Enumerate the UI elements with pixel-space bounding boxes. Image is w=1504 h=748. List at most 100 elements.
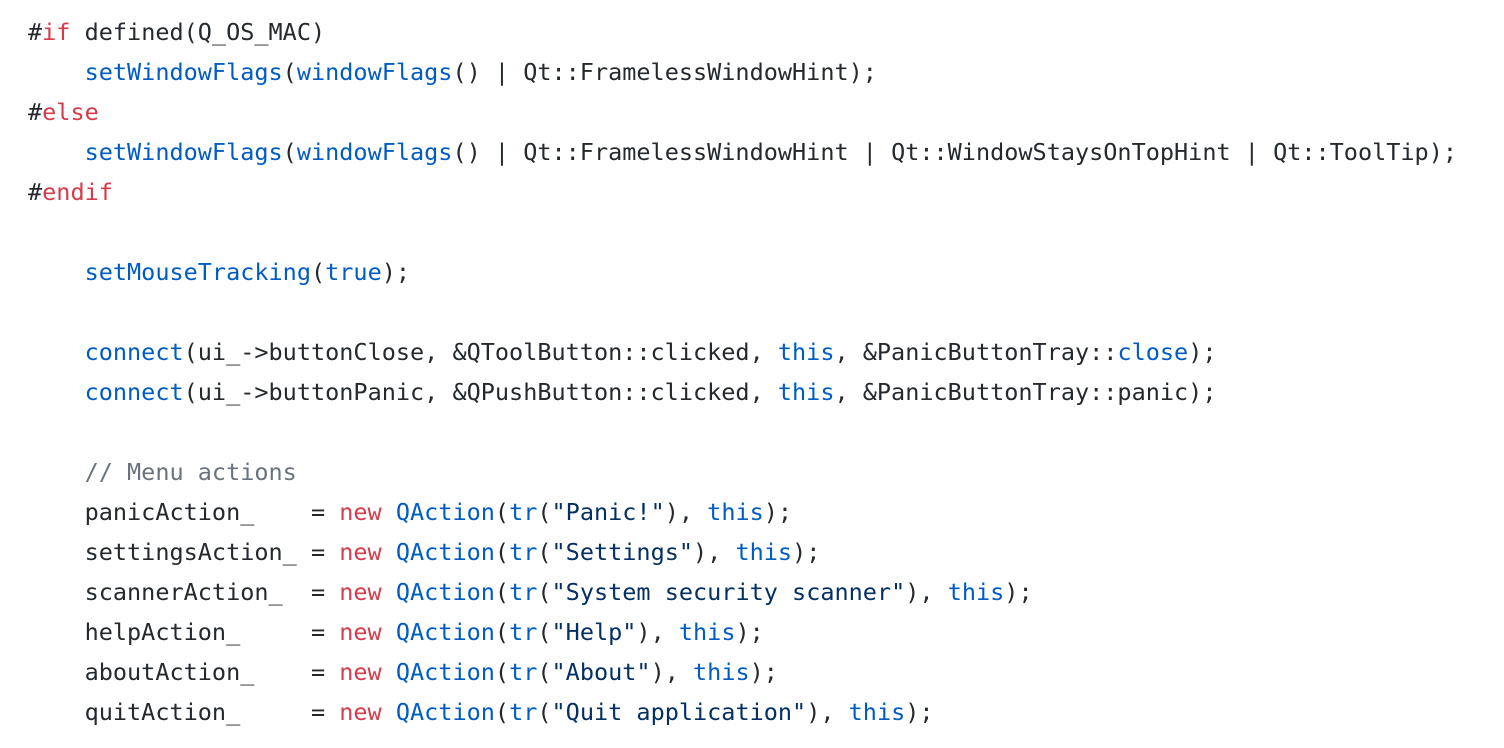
code-token-plain: , &PanicButtonTray::panic); — [834, 378, 1217, 406]
code-token-function: tr — [509, 538, 538, 566]
code-token-constant: this — [947, 578, 1005, 606]
code-token-plain: () | Qt::FramelessWindowHint | Qt::Windo… — [452, 138, 1457, 166]
code-line: setWindowFlags(windowFlags() | Qt::Frame… — [28, 52, 1504, 92]
code-token-string: "Panic!" — [551, 498, 665, 526]
code-token-keyword: new — [339, 658, 382, 686]
code-token-plain — [28, 338, 85, 366]
code-token-plain: helpAction_ = — [28, 618, 340, 646]
code-token-function: close — [1117, 338, 1189, 366]
code-token-function: tr — [509, 618, 538, 646]
code-line — [28, 292, 1504, 332]
code-token-function: QAction — [395, 618, 495, 646]
code-token-string: "About" — [551, 658, 651, 686]
code-token-plain: ( — [537, 658, 552, 686]
code-token-string: "Settings" — [551, 538, 694, 566]
code-line: settingsAction_ = new QAction(tr("Settin… — [28, 532, 1504, 572]
code-line: connect(ui_->buttonPanic, &QPushButton::… — [28, 372, 1504, 412]
code-token-plain: ), — [664, 498, 708, 526]
code-token-plain: ); — [735, 618, 764, 646]
code-token-plain — [382, 618, 396, 646]
code-token-keyword: new — [339, 698, 382, 726]
code-token-constant: this — [707, 498, 764, 526]
code-token-plain: settingsAction_ = — [28, 538, 340, 566]
code-token-constant: this — [777, 338, 835, 366]
code-token-plain: quitAction_ = — [28, 698, 340, 726]
code-token-function: QAction — [395, 698, 495, 726]
code-token-function: QAction — [395, 498, 495, 526]
code-token-plain: ( — [494, 538, 510, 566]
code-line — [28, 412, 1504, 452]
code-token-string: "Help" — [551, 618, 637, 646]
code-token-constant: this — [693, 658, 750, 686]
code-token-plain: ), — [636, 618, 679, 646]
code-token-keyword: if — [42, 18, 71, 46]
code-line: scannerAction_ = new QAction(tr("System … — [28, 572, 1504, 612]
code-token-plain: ( — [282, 58, 297, 86]
code-token-function: windowFlags — [296, 58, 453, 86]
code-line: #else — [28, 92, 1504, 132]
code-token-plain: ( — [282, 138, 297, 166]
code-token-function: QAction — [395, 658, 495, 686]
code-token-plain: (ui_->buttonPanic, &QPushButton::clicked… — [183, 378, 778, 406]
code-line: #if defined(Q_OS_MAC) — [28, 12, 1504, 52]
code-token-function: tr — [509, 498, 538, 526]
code-token-function: setMouseTracking — [84, 258, 311, 286]
code-token-plain: defined(Q_OS_MAC) — [70, 18, 326, 46]
code-token-plain — [28, 58, 85, 86]
code-token-plain: ), — [905, 578, 948, 606]
code-token-plain: ); — [792, 538, 821, 566]
code-token-plain: # — [28, 98, 43, 126]
code-token-comment: // Menu actions — [28, 458, 297, 486]
code-token-keyword: new — [339, 578, 382, 606]
code-line — [28, 212, 1504, 252]
code-token-plain: aboutAction_ = — [28, 658, 340, 686]
code-token-plain — [382, 658, 396, 686]
code-token-keyword: new — [339, 538, 382, 566]
code-token-plain: # — [28, 178, 43, 206]
code-token-plain: ), — [693, 538, 736, 566]
code-line: setWindowFlags(windowFlags() | Qt::Frame… — [28, 132, 1504, 172]
code-token-plain: # — [28, 18, 43, 46]
code-token-keyword: new — [339, 618, 382, 646]
code-token-plain — [382, 498, 396, 526]
code-token-constant: true — [325, 258, 382, 286]
code-token-plain: (ui_->buttonClose, &QToolButton::clicked… — [183, 338, 778, 366]
code-token-plain: scannerAction_ = — [28, 578, 340, 606]
code-token-function: setWindowFlags — [84, 58, 283, 86]
code-token-plain: ( — [537, 538, 552, 566]
code-token-plain — [382, 578, 396, 606]
code-token-plain — [28, 258, 85, 286]
code-token-plain: ( — [494, 578, 510, 606]
code-block: #if defined(Q_OS_MAC) setWindowFlags(win… — [28, 12, 1504, 732]
code-token-constant: this — [735, 538, 793, 566]
code-token-function: setWindowFlags — [84, 138, 283, 166]
code-token-plain: ); — [749, 658, 778, 686]
code-token-function: tr — [509, 698, 538, 726]
code-token-plain: ), — [806, 698, 849, 726]
code-token-plain: ( — [494, 498, 510, 526]
code-token-plain: ( — [494, 658, 510, 686]
code-line: // Menu actions — [28, 452, 1504, 492]
code-token-plain: ), — [650, 658, 694, 686]
code-token-plain: ( — [494, 618, 510, 646]
code-token-plain — [28, 378, 85, 406]
code-token-plain — [28, 138, 85, 166]
code-token-keyword: new — [339, 498, 382, 526]
code-token-string: "System security scanner" — [551, 578, 906, 606]
code-token-function: tr — [509, 658, 538, 686]
code-token-plain: ); — [1004, 578, 1033, 606]
code-line: helpAction_ = new QAction(tr("Help"), th… — [28, 612, 1504, 652]
code-token-plain: ( — [537, 578, 552, 606]
code-token-plain: panicAction_ = — [28, 498, 340, 526]
code-token-plain: ( — [537, 698, 552, 726]
code-token-constant: this — [777, 378, 835, 406]
code-token-keyword: else — [42, 98, 99, 126]
code-line: connect(ui_->buttonClose, &QToolButton::… — [28, 332, 1504, 372]
code-line: setMouseTracking(true); — [28, 252, 1504, 292]
code-line: aboutAction_ = new QAction(tr("About"), … — [28, 652, 1504, 692]
code-token-function: windowFlags — [296, 138, 453, 166]
code-line: panicAction_ = new QAction(tr("Panic!"),… — [28, 492, 1504, 532]
code-token-function: connect — [84, 338, 184, 366]
code-token-plain — [382, 698, 396, 726]
